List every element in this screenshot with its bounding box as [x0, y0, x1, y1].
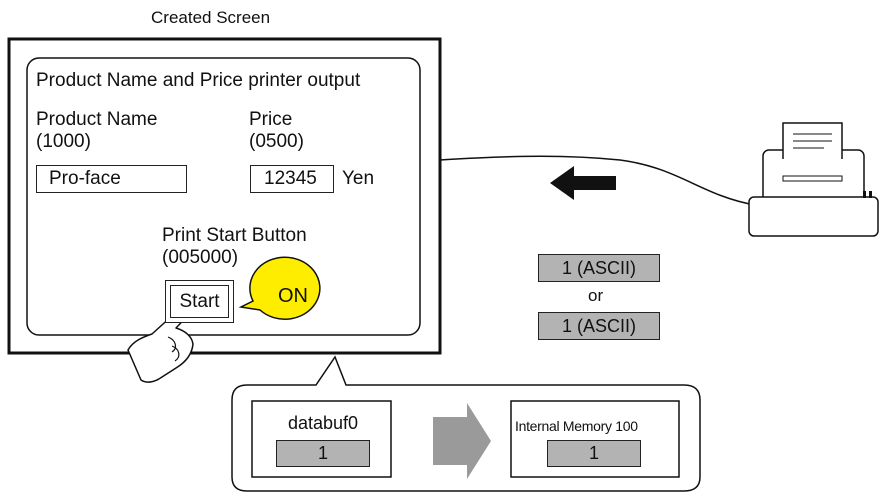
data-direction-arrow [550, 166, 616, 200]
or-label: or [588, 286, 604, 305]
target-memory-label: Internal Memory 100 [515, 418, 638, 434]
price-label: Price [249, 109, 293, 130]
price-unit: Yen [342, 168, 375, 189]
screen-caption: Created Screen [151, 8, 271, 27]
target-memory-value: 1 [547, 440, 641, 467]
on-badge-text: ON [278, 285, 308, 307]
product-name-display[interactable]: Pro-face [36, 165, 187, 193]
ascii-value-top: 1 (ASCII) [538, 254, 660, 282]
transfer-arrow [433, 403, 491, 479]
source-memory-value: 1 [276, 440, 370, 467]
start-button[interactable]: Start [165, 280, 234, 323]
screen-inner-panel [26, 57, 421, 336]
printer-cable [439, 155, 756, 206]
price-display[interactable]: 12345 [250, 165, 334, 193]
source-memory-label: databuf0 [288, 413, 359, 433]
product-name-label: Product Name [36, 109, 158, 130]
panel-title: Product Name and Price printer output [36, 70, 361, 91]
ascii-value-bottom: 1 (ASCII) [538, 312, 660, 340]
start-button-label: Start [170, 285, 229, 318]
print-start-address: (005000) [162, 247, 239, 268]
product-name-address: (1000) [36, 131, 91, 152]
price-address: (0500) [249, 131, 304, 152]
print-start-label: Print Start Button [162, 225, 307, 246]
printer-icon [748, 122, 879, 237]
on-badge-bubble [238, 256, 321, 320]
